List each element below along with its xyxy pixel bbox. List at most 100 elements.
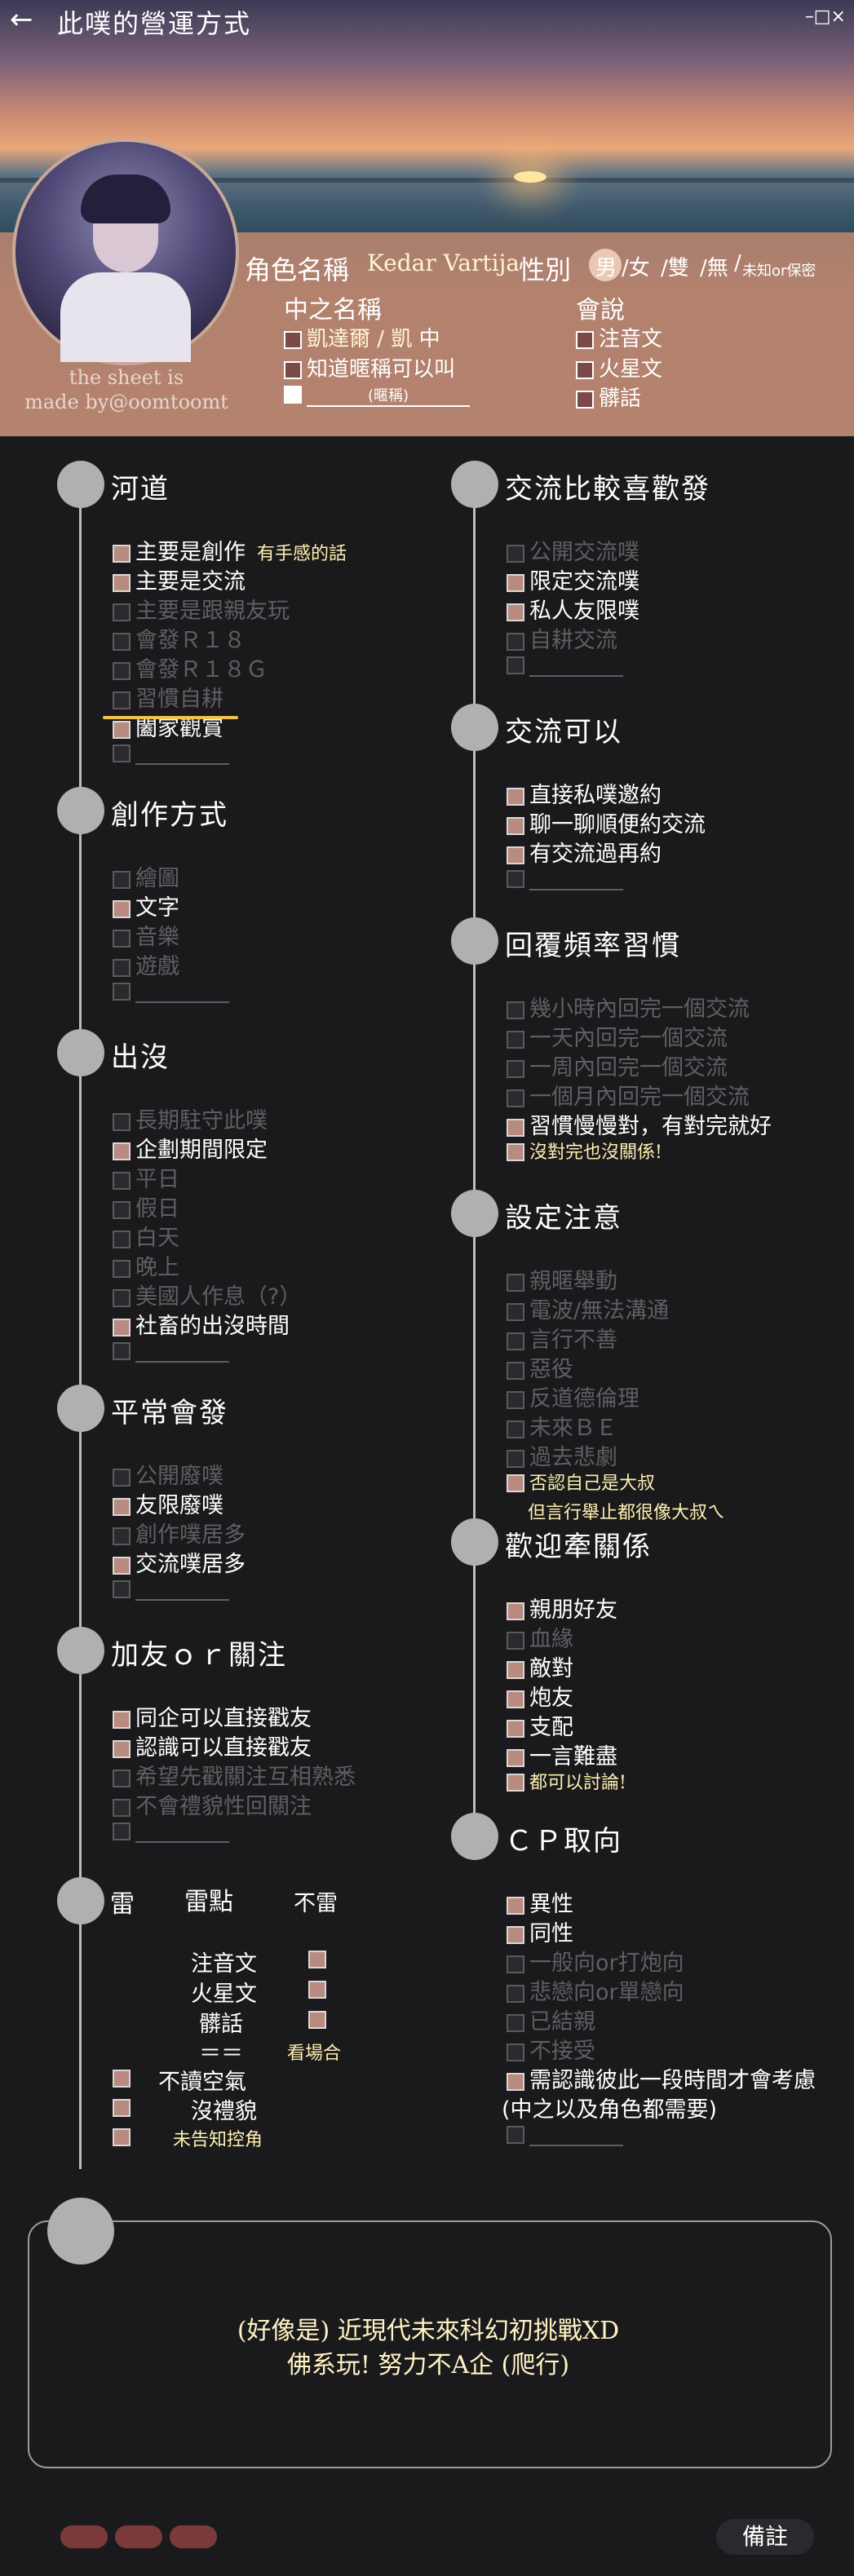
speaks-item[interactable]: 髒話 [576, 382, 641, 412]
checkbox[interactable] [113, 929, 131, 948]
checkbox[interactable] [507, 2043, 524, 2061]
checkbox[interactable] [113, 1739, 131, 1758]
gender-option-both[interactable]: /雙 [661, 256, 689, 281]
checkbox[interactable] [113, 573, 131, 592]
checkbox[interactable] [113, 720, 131, 739]
list-item[interactable]: 繪圖 [113, 860, 179, 892]
list-item[interactable]: 沒對完也沒關係! [507, 1138, 662, 1164]
list-item[interactable]: 一周內回完一個交流 [507, 1049, 728, 1081]
list-item[interactable]: 敵對 [507, 1650, 573, 1682]
remark-button[interactable]: 備註 [716, 2519, 814, 2555]
list-item[interactable]: 一般向or打炮向 [507, 1945, 684, 1977]
list-item[interactable]: 電波/無法溝通 [507, 1292, 669, 1324]
thunder-left-checkbox[interactable] [113, 2128, 131, 2146]
checkbox[interactable] [507, 1059, 524, 1078]
thunder-left-checkbox[interactable] [113, 2070, 131, 2088]
list-item[interactable]: 公開廢噗 [113, 1458, 223, 1490]
list-item[interactable]: 一言難盡 [507, 1739, 617, 1770]
checkbox[interactable] [507, 1302, 524, 1321]
list-item[interactable]: 創作噗居多 [113, 1517, 246, 1549]
checkbox[interactable] [507, 632, 524, 651]
list-item[interactable]: 同企可以直接戳友 [113, 1700, 312, 1732]
checkbox[interactable] [507, 1984, 524, 2003]
list-item[interactable] [507, 2121, 623, 2146]
list-item[interactable]: 不接受 [507, 2033, 595, 2065]
checkbox[interactable] [507, 869, 524, 888]
list-item[interactable]: 異性 [507, 1886, 573, 1918]
list-item[interactable]: 主要是交流 [113, 563, 246, 595]
checkbox[interactable] [113, 603, 131, 621]
list-item[interactable]: 闔家觀賞 [113, 710, 223, 742]
checkbox[interactable] [507, 1001, 524, 1019]
list-item[interactable]: 長期駐守此噗 [113, 1102, 268, 1134]
list-item[interactable]: 主要是跟親友玩 [113, 593, 290, 625]
list-item[interactable]: 幾小時內回完一個交流 [507, 991, 750, 1023]
checkbox[interactable] [507, 1631, 524, 1650]
checkbox[interactable] [507, 2125, 524, 2144]
list-item[interactable]: (中之以及角色都需要) [502, 2092, 717, 2123]
list-item[interactable]: 白天 [113, 1220, 179, 1252]
list-item[interactable]: 習慣慢慢對，有對完就好 [507, 1108, 772, 1140]
list-item[interactable] [113, 1818, 229, 1843]
checkbox[interactable] [507, 1773, 524, 1792]
checkbox[interactable] [507, 1089, 524, 1107]
checkbox[interactable] [113, 744, 131, 762]
gender-option-none[interactable]: /無 [700, 256, 728, 281]
list-item[interactable]: 會發Ｒ１８Ｇ [113, 652, 268, 683]
list-item[interactable]: 文字 [113, 890, 179, 921]
checkbox[interactable] [507, 1660, 524, 1679]
list-item[interactable]: 晚上 [113, 1249, 179, 1281]
list-item[interactable]: 言行不善 [507, 1322, 617, 1354]
list-item[interactable]: 已結親 [507, 2004, 595, 2035]
checkbox[interactable] [113, 1171, 131, 1190]
cn-name-item[interactable]: 知道暱稱可以叫 [284, 352, 455, 382]
list-item[interactable]: 需認識彼此一段時間才會考慮 [507, 2062, 816, 2094]
checkbox[interactable] [113, 1341, 131, 1360]
list-item[interactable]: 聊一聊順便約交流 [507, 806, 706, 838]
list-item[interactable]: 同性 [507, 1915, 573, 1947]
list-item[interactable]: 假日 [113, 1191, 179, 1222]
list-item[interactable]: 有交流過再約 [507, 836, 662, 868]
list-item[interactable]: 直接私噗邀約 [507, 777, 662, 809]
checkbox[interactable] [507, 1273, 524, 1292]
checkbox[interactable] [507, 2013, 524, 2032]
checkbox[interactable] [284, 360, 302, 379]
checkbox[interactable] [507, 1361, 524, 1380]
checkbox[interactable] [113, 982, 131, 1001]
checkbox[interactable] [113, 1230, 131, 1248]
list-item[interactable]: 主要是創作有手感的話 [113, 534, 347, 566]
checkbox[interactable] [113, 1288, 131, 1307]
cn-name-item[interactable]: (暱稱) [284, 382, 470, 407]
checkbox[interactable] [113, 1769, 131, 1787]
gender-option-female[interactable]: /女 [622, 256, 650, 281]
checkbox[interactable] [507, 846, 524, 864]
checkbox[interactable] [507, 1449, 524, 1468]
list-item[interactable]: 過去悲劇 [507, 1439, 617, 1471]
checkbox[interactable] [507, 1332, 524, 1350]
checkbox[interactable] [113, 1798, 131, 1817]
list-item[interactable]: 反道德倫理 [507, 1381, 639, 1412]
gender-option-unknown[interactable]: 未知or保密 [742, 263, 816, 280]
list-item[interactable]: 公開交流噗 [507, 534, 639, 566]
list-item[interactable]: 習慣自耕 [113, 681, 223, 713]
list-item[interactable]: 限定交流噗 [507, 563, 639, 595]
thunder-left-checkbox[interactable] [113, 2099, 131, 2117]
checkbox[interactable] [507, 1690, 524, 1708]
checkbox[interactable] [113, 1497, 131, 1516]
checkbox[interactable] [507, 1420, 524, 1438]
list-item[interactable]: 私人友限噗 [507, 593, 639, 625]
checkbox[interactable] [507, 1748, 524, 1767]
list-item[interactable]: 認識可以直接戳友 [113, 1730, 312, 1761]
list-item[interactable]: 炮友 [507, 1680, 573, 1712]
checkbox[interactable] [113, 1710, 131, 1729]
list-item[interactable]: 一天內回完一個交流 [507, 1020, 728, 1052]
checkbox[interactable] [507, 1118, 524, 1137]
list-item[interactable]: 一個月內回完一個交流 [507, 1079, 750, 1111]
list-item[interactable]: 不會禮貌性回關注 [113, 1788, 312, 1820]
checkbox[interactable] [507, 1955, 524, 1973]
checkbox[interactable] [113, 958, 131, 977]
list-item[interactable] [113, 1337, 229, 1363]
list-item[interactable] [507, 865, 623, 890]
checkbox[interactable] [113, 1580, 131, 1598]
list-item[interactable]: 音樂 [113, 919, 179, 951]
